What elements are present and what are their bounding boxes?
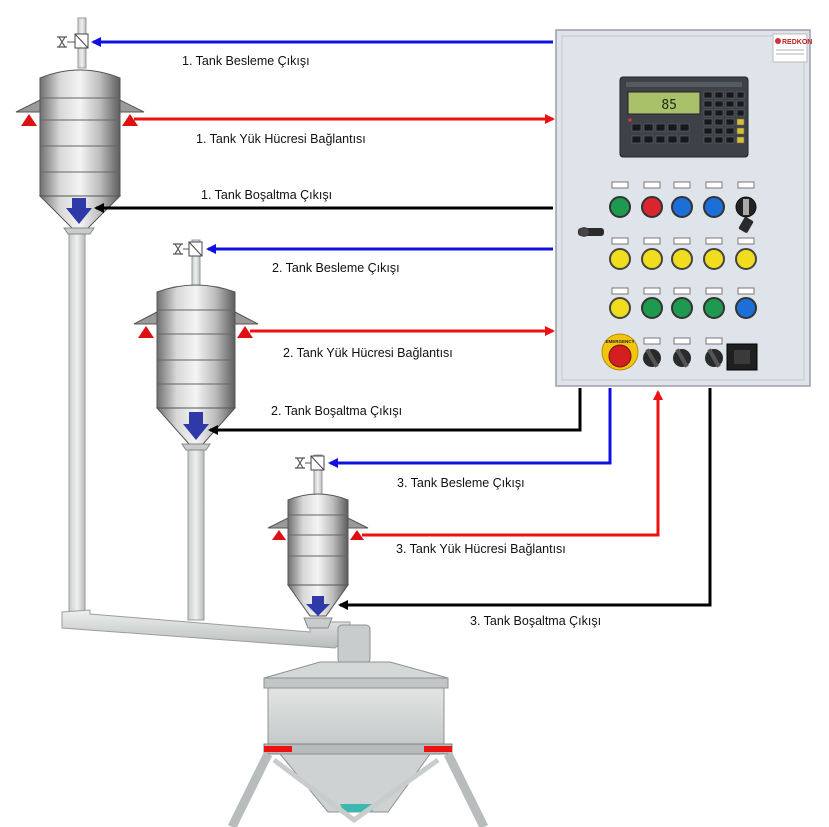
load-cell-icon <box>237 326 253 338</box>
pilot-light-icon <box>703 196 725 218</box>
pilot-light-icon <box>671 196 693 218</box>
control-panel: REDKON 85 <box>555 29 812 387</box>
valve-icon <box>295 455 325 471</box>
pilot-light-icon <box>735 297 757 319</box>
tank3-feed-label: 3. Tank Besleme Çıkışı <box>397 476 525 490</box>
pilot-light-icon <box>671 297 693 319</box>
pilot-light-row-3 <box>609 287 757 319</box>
main-hopper <box>227 661 489 827</box>
tank3-discharge-line <box>338 388 712 610</box>
tank1-feed-label: 1. Tank Besleme Çıkışı <box>182 54 310 68</box>
tank2-loadcell-label: 2. Tank Yük Hücresi Bağlantısı <box>283 346 453 360</box>
weighing-indicator: 85 <box>619 76 749 158</box>
valve-icon <box>57 33 89 49</box>
pilot-light-icon <box>609 297 631 319</box>
brand-logo: REDKON <box>772 33 812 63</box>
tank2-down-pipe <box>187 449 205 621</box>
emergency-label: EMERGENCY <box>605 339 634 344</box>
load-cell-icon <box>138 326 154 338</box>
tank3-feed-line <box>328 388 612 468</box>
pilot-light-icon <box>703 248 725 270</box>
load-cell-icon <box>350 530 364 540</box>
pilot-light-icon <box>735 248 757 270</box>
tank-3 <box>267 454 369 629</box>
tank3-loadcell-label: 3. Tank Yük Hücresi Bağlantısı <box>396 542 566 556</box>
pilot-light-icon <box>609 196 631 218</box>
lcd-value: 85 <box>661 98 677 113</box>
tank-2 <box>133 239 259 451</box>
collector-pipe <box>61 609 351 649</box>
tank2-feed-label: 2. Tank Besleme Çıkışı <box>272 261 400 275</box>
tank1-down-pipe <box>68 229 86 616</box>
tank3-loadcell-line <box>362 390 663 537</box>
pilot-light-icon <box>671 248 693 270</box>
discharge-arrow-icon <box>66 198 92 224</box>
valve-icon <box>173 241 203 257</box>
hopper-loadcell-right <box>424 746 452 752</box>
pilot-light-icon <box>609 248 631 270</box>
pilot-light-icon <box>641 297 663 319</box>
collector-neck <box>337 624 371 664</box>
tank2-discharge-line <box>208 388 582 435</box>
pilot-light-icon <box>703 297 725 319</box>
tank1-discharge-label: 1. Tank Boşaltma Çıkışı <box>201 188 332 202</box>
lcd-display <box>627 91 701 115</box>
keypad <box>631 91 745 144</box>
pilot-light-icon <box>641 196 663 218</box>
pilot-light-row-2 <box>609 237 757 270</box>
load-cell-icon <box>21 114 37 126</box>
hopper-loadcell-left <box>264 746 292 752</box>
tank-1 <box>15 17 145 235</box>
pilot-light-icon <box>641 248 663 270</box>
discharge-arrow-icon <box>306 596 330 616</box>
pilot-light-row-1 <box>609 181 757 233</box>
load-cell-icon <box>272 530 286 540</box>
tank1-loadcell-label: 1. Tank Yük Hücresi Bağlantısı <box>196 132 366 146</box>
load-cell-icon <box>122 114 138 126</box>
brand-name: REDKON <box>782 39 812 46</box>
tank2-discharge-label: 2. Tank Boşaltma Çıkışı <box>271 404 402 418</box>
emergency-stop-icon: EMERGENCY <box>601 333 639 371</box>
tank3-discharge-label: 3. Tank Boşaltma Çıkışı <box>470 614 601 628</box>
selector-row <box>643 337 758 371</box>
selector-switch-icon <box>578 227 604 237</box>
discharge-arrow-icon <box>183 412 209 440</box>
